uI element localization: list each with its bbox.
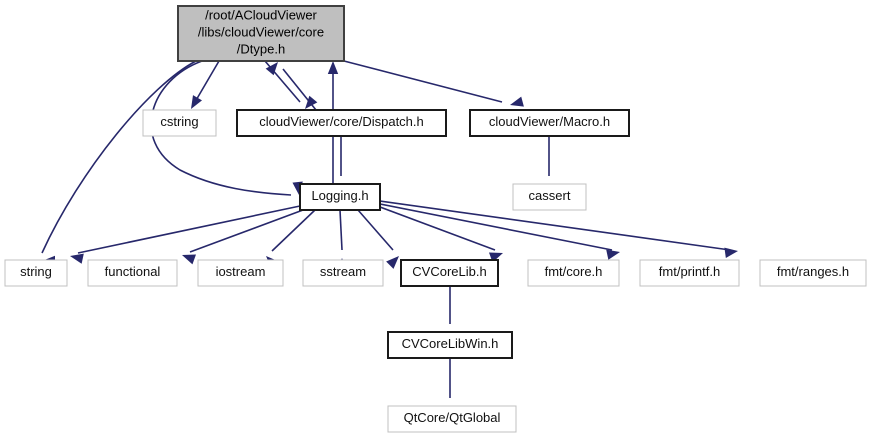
node-layer: /root/ACloudViewer/libs/cloudViewer/core… <box>4 5 867 433</box>
node-hit-sstream[interactable] <box>303 260 383 286</box>
node-hit-fmtranges[interactable] <box>760 260 866 286</box>
node-hit-logging[interactable] <box>300 184 380 210</box>
node-box-fmtprintf[interactable] <box>639 259 740 287</box>
graph-node-cassert[interactable]: cassert <box>512 183 587 211</box>
node-hit-fmtcore[interactable] <box>528 260 619 286</box>
edge-arrowhead <box>70 253 84 264</box>
graph-node-sstream[interactable]: sstream <box>302 259 384 287</box>
edge-line <box>379 206 496 251</box>
edge-arrowhead <box>327 61 339 74</box>
graph-node-cvcorelibwin[interactable]: CVCoreLibWin.h <box>387 331 513 359</box>
graph-node-cstring[interactable]: cstring <box>142 109 217 137</box>
node-box-functional[interactable] <box>87 259 178 287</box>
graph-node-string[interactable]: string <box>4 259 68 287</box>
graph-edge <box>357 209 399 269</box>
graph-node-logging[interactable]: Logging.h <box>299 183 381 211</box>
edge-line <box>189 209 304 253</box>
node-hit-string[interactable] <box>5 260 67 286</box>
node-box-dtype[interactable] <box>177 5 345 62</box>
graph-node-macro[interactable]: cloudViewer/Macro.h <box>469 109 630 137</box>
node-box-string[interactable] <box>4 259 68 287</box>
graph-edge <box>182 209 304 265</box>
edge-line <box>379 200 731 251</box>
edge-arrowhead <box>305 95 318 109</box>
node-hit-cassert[interactable] <box>513 184 586 210</box>
edge-line <box>194 60 220 103</box>
node-hit-cstring[interactable] <box>143 110 216 136</box>
node-box-sstream[interactable] <box>302 259 384 287</box>
graph-edge <box>343 60 524 107</box>
node-hit-dtype[interactable] <box>178 6 344 61</box>
node-hit-cvcorelib[interactable] <box>401 260 498 286</box>
node-box-iostream[interactable] <box>197 259 284 287</box>
node-box-cassert[interactable] <box>512 183 587 211</box>
edge-arrowhead <box>386 256 399 269</box>
graph-edge <box>41 60 197 267</box>
graph-node-fmtprintf[interactable]: fmt/printf.h <box>639 259 740 287</box>
graph-node-functional[interactable]: functional <box>87 259 178 287</box>
graph-edge <box>191 60 220 109</box>
edge-line <box>41 60 197 254</box>
node-box-cvcorelibwin[interactable] <box>387 331 513 359</box>
graph-node-cvcorelib[interactable]: CVCoreLib.h <box>400 259 499 287</box>
graph-node-qtglobal[interactable]: QtCore/QtGlobal <box>387 405 517 433</box>
edge-line <box>282 68 317 111</box>
graph-edge <box>265 62 317 111</box>
edge-line <box>77 205 301 254</box>
edge-line <box>150 60 292 196</box>
node-hit-dispatch[interactable] <box>237 110 446 136</box>
edge-arrowhead <box>182 254 196 265</box>
node-hit-cvcorelibwin[interactable] <box>388 332 512 358</box>
graph-edge <box>70 205 301 264</box>
graph-node-dtype[interactable]: /root/ACloudViewer/libs/cloudViewer/core… <box>177 5 345 62</box>
node-box-cstring[interactable] <box>142 109 217 137</box>
edge-arrowhead <box>265 62 278 76</box>
edge-arrowhead <box>606 249 620 260</box>
node-hit-iostream[interactable] <box>198 260 283 286</box>
graph-edge <box>379 203 620 260</box>
edge-line <box>357 209 394 251</box>
node-hit-macro[interactable] <box>470 110 629 136</box>
graph-node-fmtcore[interactable]: fmt/core.h <box>527 259 620 287</box>
edge-arrowhead <box>191 95 203 109</box>
edge-arrowhead <box>510 96 524 107</box>
edge-line <box>271 209 316 252</box>
graph-node-dispatch[interactable]: cloudViewer/core/Dispatch.h <box>236 109 447 137</box>
node-hit-functional[interactable] <box>88 260 177 286</box>
node-hit-qtglobal[interactable] <box>388 406 516 432</box>
node-box-dispatch[interactable] <box>236 109 447 137</box>
node-box-logging[interactable] <box>299 183 381 211</box>
graph-node-fmtranges[interactable]: fmt/ranges.h <box>759 259 867 287</box>
node-box-fmtranges[interactable] <box>759 259 867 287</box>
node-box-cvcorelib[interactable] <box>400 259 499 287</box>
node-hit-fmtprintf[interactable] <box>640 260 739 286</box>
node-box-qtglobal[interactable] <box>387 405 517 433</box>
edge-line <box>379 203 613 251</box>
edge-line <box>339 209 343 251</box>
node-box-fmtcore[interactable] <box>527 259 620 287</box>
node-box-macro[interactable] <box>469 109 630 137</box>
graph-edge <box>379 200 738 258</box>
edge-arrowhead <box>724 247 738 258</box>
edge-line <box>343 60 503 103</box>
graph-node-iostream[interactable]: iostream <box>197 259 284 287</box>
